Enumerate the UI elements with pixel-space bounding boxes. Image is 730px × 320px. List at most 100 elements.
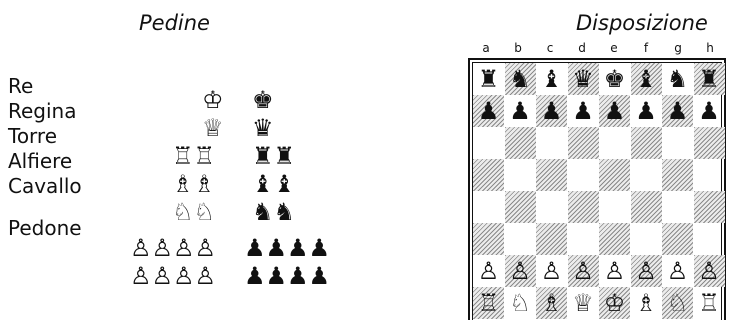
square-e1: ♔	[599, 287, 630, 319]
square-d1: ♕	[568, 287, 599, 319]
square-a1: ♖	[473, 287, 504, 319]
square-b5	[505, 159, 536, 191]
chess-piece-icon: ♚	[599, 63, 630, 95]
chess-piece-icon: ♗	[631, 287, 662, 319]
square-e3	[599, 223, 630, 255]
square-d8: ♛	[568, 63, 599, 95]
square-e5	[599, 159, 630, 191]
file-label-f: f	[630, 41, 662, 55]
square-b3	[505, 223, 536, 255]
chess-piece-icon: ♖	[694, 287, 725, 319]
piece-name-rook: Torre	[8, 124, 82, 149]
square-g8: ♞	[662, 63, 693, 95]
file-label-g: g	[662, 41, 694, 55]
square-b7: ♟	[505, 95, 536, 127]
black-pawn-1-icon: ♟♟♟♟	[244, 234, 330, 262]
square-c1: ♗	[536, 287, 567, 319]
chess-piece-icon: ♙	[631, 255, 662, 287]
chess-piece-icon: ♖	[473, 287, 504, 319]
white-king-icon: ♔	[202, 86, 224, 114]
piece-row-knight: ♘♘ ♞♞	[130, 198, 305, 226]
piece-name-list: Re Regina Torre Alfiere Cavallo Pedone	[8, 74, 82, 241]
white-bishop-icon: ♗♗	[172, 170, 215, 198]
square-h3	[694, 223, 725, 255]
chess-piece-icon: ♙	[536, 255, 567, 287]
square-f8: ♝	[631, 63, 662, 95]
chess-piece-icon: ♞	[505, 63, 536, 95]
square-f7: ♟	[631, 95, 662, 127]
square-f2: ♙	[631, 255, 662, 287]
square-g2: ♙	[662, 255, 693, 287]
chess-piece-icon: ♞	[662, 63, 693, 95]
piece-row-queen: ♕♛	[130, 114, 305, 142]
square-f4	[631, 191, 662, 223]
square-a8: ♜	[473, 63, 504, 95]
black-king-icon: ♚	[252, 86, 274, 114]
square-h4	[694, 191, 725, 223]
square-h7: ♟	[694, 95, 725, 127]
pieces-title: Pedine	[139, 10, 210, 36]
chess-piece-icon: ♔	[599, 287, 630, 319]
file-label-a: a	[470, 41, 502, 55]
square-g1: ♘	[662, 287, 693, 319]
square-h1: ♖	[694, 287, 725, 319]
square-g4	[662, 191, 693, 223]
square-b2: ♙	[505, 255, 536, 287]
chess-piece-icon: ♙	[662, 255, 693, 287]
square-b8: ♞	[505, 63, 536, 95]
square-f3	[631, 223, 662, 255]
names-spacer	[8, 199, 82, 216]
square-b1: ♘	[505, 287, 536, 319]
square-c6	[536, 127, 567, 159]
square-b6	[505, 127, 536, 159]
square-g5	[662, 159, 693, 191]
square-f1: ♗	[631, 287, 662, 319]
white-pawn-1-icon: ♙♙♙♙	[130, 234, 216, 262]
chess-piece-icon: ♜	[473, 63, 504, 95]
piece-row-pawn-2: ♙♙♙♙♟♟♟♟	[130, 262, 305, 290]
file-label-c: c	[534, 41, 566, 55]
piece-name-bishop: Alfiere	[8, 149, 82, 174]
piece-name-queen: Regina	[8, 99, 82, 124]
chess-piece-icon: ♟	[536, 95, 567, 127]
piece-row-rook: ♖♖ ♜♜	[130, 142, 305, 170]
chessboard: ♜♞♝♛♚♝♞♜♟♟♟♟♟♟♟♟♙♙♙♙♙♙♙♙♖♘♗♕♔♗♘♖	[468, 58, 726, 320]
square-d2: ♙	[568, 255, 599, 287]
file-label-e: e	[598, 41, 630, 55]
square-c5	[536, 159, 567, 191]
square-h5	[694, 159, 725, 191]
chess-piece-icon: ♝	[631, 63, 662, 95]
setup-title: Disposizione	[576, 10, 708, 36]
white-rook-icon: ♖♖	[172, 142, 215, 170]
file-label-b: b	[502, 41, 534, 55]
black-bishop-icon: ♝♝	[252, 170, 295, 198]
black-rook-icon: ♜♜	[252, 142, 295, 170]
chess-piece-icon: ♘	[662, 287, 693, 319]
square-a6	[473, 127, 504, 159]
piece-row-bishop: ♗♗ ♝♝	[130, 170, 305, 198]
square-c7: ♟	[536, 95, 567, 127]
square-c8: ♝	[536, 63, 567, 95]
chess-piece-icon: ♟	[568, 95, 599, 127]
white-knight-icon: ♘♘	[172, 198, 215, 226]
square-e8: ♚	[599, 63, 630, 95]
chess-piece-icon: ♟	[473, 95, 504, 127]
black-knight-icon: ♞♞	[252, 198, 295, 226]
chess-piece-icon: ♝	[536, 63, 567, 95]
piece-chart: ♔♚♕♛♖♖♜♜♗♗♝♝♘♘♞♞♙♙♙♙♟♟♟♟♙♙♙♙♟♟♟♟	[130, 86, 305, 290]
square-d4	[568, 191, 599, 223]
chess-piece-icon: ♟	[505, 95, 536, 127]
square-g7: ♟	[662, 95, 693, 127]
square-a2: ♙	[473, 255, 504, 287]
square-h8: ♜	[694, 63, 725, 95]
square-g6	[662, 127, 693, 159]
square-e6	[599, 127, 630, 159]
chess-piece-icon: ♟	[662, 95, 693, 127]
chess-piece-icon: ♙	[694, 255, 725, 287]
white-pawn-2-icon: ♙♙♙♙	[130, 262, 216, 290]
black-pawn-2-icon: ♟♟♟♟	[244, 262, 330, 290]
chessboard-grid: ♜♞♝♛♚♝♞♜♟♟♟♟♟♟♟♟♙♙♙♙♙♙♙♙♖♘♗♕♔♗♘♖	[472, 62, 722, 320]
chess-piece-icon: ♟	[599, 95, 630, 127]
square-e4	[599, 191, 630, 223]
square-d5	[568, 159, 599, 191]
